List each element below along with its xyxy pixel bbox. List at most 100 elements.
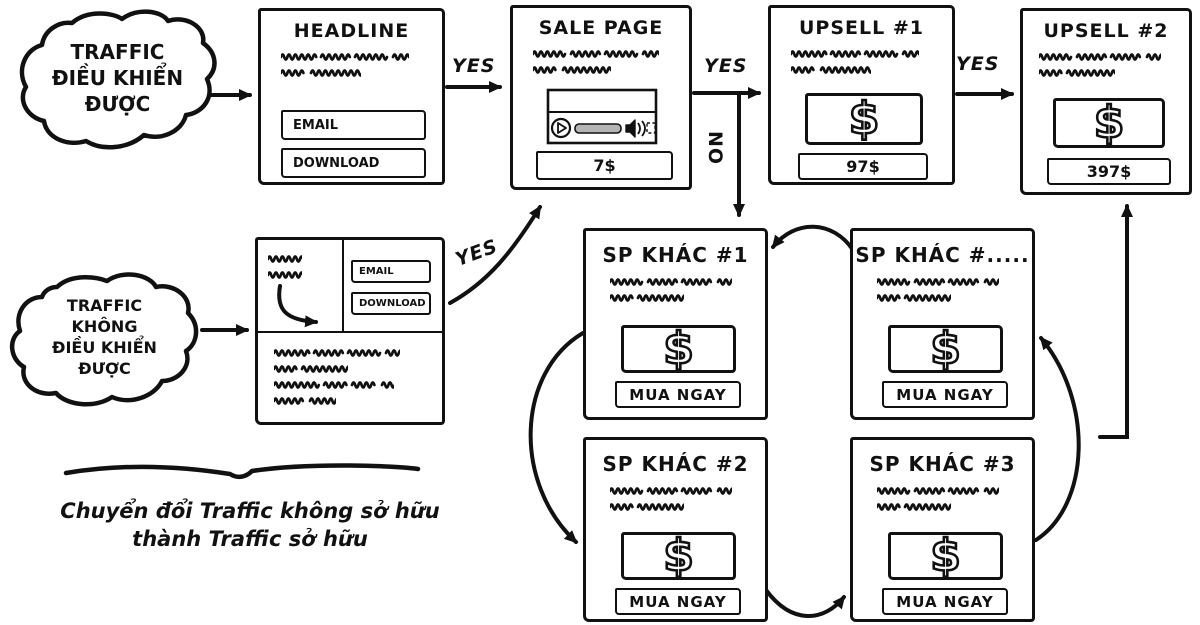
text-scribble [1039, 52, 1189, 62]
optin-cell-divider [342, 240, 344, 331]
price-label: 97$ [846, 157, 880, 176]
upsell1-price-button: 97$ [798, 153, 928, 180]
upsell2-price-button: 397$ [1047, 158, 1171, 185]
sp3-box: SP KHÁC #3 $ MUA NGAY [850, 437, 1035, 622]
upsell1-title: UPSELL #1 [799, 17, 924, 39]
headline-email-field: EMAIL [281, 110, 426, 140]
text-scribble [877, 486, 1032, 496]
yes-label-headline-sale: YES [452, 55, 496, 77]
text-scribble [791, 49, 952, 59]
volume-icon [625, 119, 646, 138]
optin-email-field: EMAIL [351, 260, 431, 283]
text-scribble [274, 396, 434, 406]
sp3-offer-box: $ [888, 532, 1003, 580]
buy-now-label: MUA NGAY [629, 592, 727, 611]
text-scribble [610, 293, 765, 303]
upsell2-offer-box: $ [1053, 98, 1165, 148]
text-scribble [877, 293, 1032, 303]
fullscreen-icon [646, 122, 656, 134]
curved-pointer-arrow [277, 284, 318, 328]
yes-label-sale-upsell1: YES [704, 55, 748, 77]
text-scribble [274, 380, 434, 390]
spn-box: SP KHÁC #..... $ MUA NGAY [850, 228, 1035, 420]
traffic-uncontrolled-line4: ĐƯỢC [78, 358, 131, 378]
spn-buy-button: MUA NGAY [882, 381, 1008, 408]
blob-outline [10, 272, 199, 407]
text-scribble [281, 52, 442, 62]
traffic-controlled-line2: ĐIỀU KHIỂN [51, 66, 184, 90]
upsell1-box: UPSELL #1 $ 97$ [768, 5, 955, 185]
sp2-offer-box: $ [621, 532, 736, 580]
yes-label-upsell1-upsell2: YES [956, 53, 1000, 75]
traffic-uncontrolled-line1: TRAFFIC [66, 296, 143, 316]
text-scribble [791, 65, 952, 75]
optin-top-divider [258, 331, 442, 333]
sp3-buy-button: MUA NGAY [882, 588, 1008, 615]
headline-download-button: DOWNLOAD [281, 148, 426, 178]
text-scribble [877, 502, 1032, 512]
arrow-spn-to-sp1 [771, 224, 855, 252]
arrow-loop-to-upsell2 [1098, 204, 1133, 439]
headline-page-box: HEADLINE EMAIL DOWNLOAD [258, 8, 445, 185]
text-scribble [281, 68, 442, 78]
buy-now-label: MUA NGAY [896, 592, 994, 611]
video-player [546, 88, 658, 145]
upsell1-offer-box: $ [805, 93, 923, 145]
diagram-caption: Chuyển đổi Traffic không sở hữu thành Tr… [40, 497, 460, 554]
sp1-buy-button: MUA NGAY [615, 381, 741, 408]
sp2-title: SP KHÁC #2 [602, 452, 749, 476]
dollar-icon: $ [662, 323, 695, 374]
play-icon [550, 117, 572, 139]
text-scribble [268, 270, 338, 280]
arrow-sp3-to-spn [1034, 336, 1081, 542]
buy-now-label: MUA NGAY [629, 385, 727, 404]
optin-teaser-cell [268, 248, 338, 328]
optin-body-text [274, 342, 434, 406]
text-scribble [274, 348, 434, 358]
spn-offer-box: $ [888, 325, 1003, 373]
dollar-icon: $ [1092, 97, 1125, 148]
email-field-label: EMAIL [359, 266, 394, 277]
blob-outline [19, 9, 217, 150]
text-scribble [268, 254, 338, 264]
text-scribble [610, 486, 765, 496]
text-scribble [533, 65, 689, 75]
caption-line2: thành Traffic sở hữu [132, 527, 368, 552]
progress-bar [574, 123, 622, 134]
sp1-title: SP KHÁC #1 [602, 243, 749, 267]
blob-traffic-controlled: TRAFFIC ĐIỀU KHIỂN ĐƯỢC [10, 5, 225, 165]
optin-download-button: DOWNLOAD [351, 292, 431, 315]
text-scribble [1039, 68, 1189, 78]
sp2-box: SP KHÁC #2 $ MUA NGAY [583, 437, 768, 622]
traffic-uncontrolled-line2: KHÔNG [71, 317, 138, 337]
caption-line1: Chuyển đổi Traffic không sở hữu [60, 499, 440, 523]
sp2-buy-button: MUA NGAY [615, 588, 741, 615]
price-label: 7$ [593, 156, 616, 175]
sale-page-box: SALE PAGE 7$ [510, 5, 692, 190]
dollar-icon: $ [662, 530, 695, 581]
text-scribble [877, 277, 1032, 287]
arrow-sp1-to-sp2 [528, 331, 585, 544]
no-label-sale-sp: NO [704, 130, 726, 166]
spn-title: SP KHÁC #..... [855, 243, 1030, 267]
dollar-icon: $ [929, 323, 962, 374]
text-scribble [610, 277, 765, 287]
upsell2-box: UPSELL #2 $ 397$ [1020, 8, 1192, 195]
arrow-sp2-to-sp3 [764, 588, 846, 618]
dollar-icon: $ [929, 530, 962, 581]
traffic-controlled-line1: TRAFFIC [70, 40, 165, 64]
caption-underline-squiggle [63, 463, 421, 480]
sale-page-price-button: 7$ [536, 151, 673, 180]
text-scribble [610, 502, 765, 512]
sp1-offer-box: $ [621, 325, 736, 373]
download-button-label: DOWNLOAD [293, 155, 380, 171]
download-button-label: DOWNLOAD [359, 298, 426, 309]
text-scribble [274, 364, 434, 374]
blob-traffic-uncontrolled: TRAFFIC KHÔNG ĐIỀU KHIỂN ĐƯỢC [2, 265, 207, 415]
sp1-box: SP KHÁC #1 $ MUA NGAY [583, 228, 768, 420]
headline-title: HEADLINE [293, 20, 410, 42]
optin-content-box: EMAIL DOWNLOAD [255, 237, 445, 425]
traffic-uncontrolled-line3: ĐIỀU KHIỂN [52, 338, 157, 357]
email-field-label: EMAIL [293, 117, 338, 133]
sp3-title: SP KHÁC #3 [869, 452, 1016, 476]
